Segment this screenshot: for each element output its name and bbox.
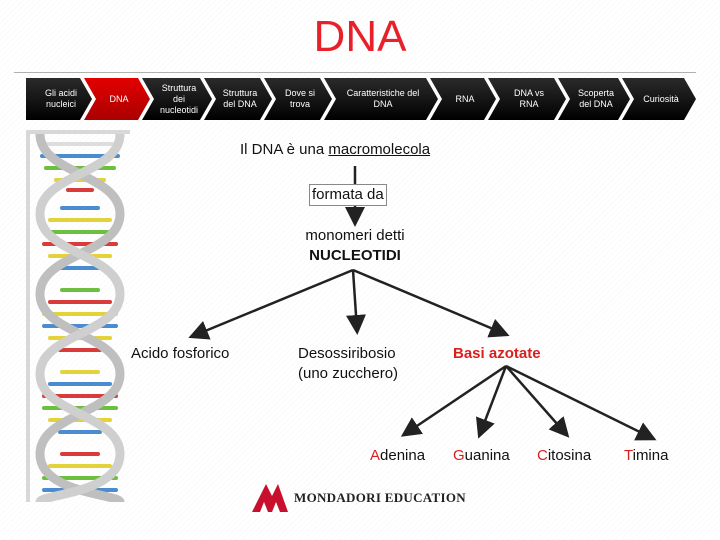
- tab-label: Dove si trova: [284, 88, 315, 109]
- dna-helix-image: [26, 130, 130, 507]
- arrow-to-citosina: [505, 365, 570, 438]
- tab-label: Scoperta del DNA: [577, 88, 615, 109]
- monomers-label: monomeri detti NUCLEOTIDI: [294, 226, 416, 266]
- base-rest: uanina: [464, 447, 510, 464]
- base-timina: Timina: [624, 446, 668, 466]
- sugar-line1: Desossiribosio: [298, 345, 396, 362]
- base-initial: A: [370, 447, 381, 464]
- dna-statement: Il DNA è una macromolecola: [240, 140, 430, 160]
- bases-label: Basi azotate: [453, 345, 541, 362]
- tab-scoperta-dna[interactable]: Scoperta del DNA: [558, 78, 630, 120]
- monomers-line2: NUCLEOTIDI: [309, 247, 401, 264]
- tab-label: Gli acidi nucleici: [44, 88, 77, 109]
- dna-helix-icon: [35, 133, 125, 507]
- tab-label: Caratteristiche del DNA: [346, 88, 420, 109]
- base-rest: imina: [632, 447, 669, 464]
- tab-label: RNA: [455, 93, 475, 104]
- base-initial: T: [624, 447, 633, 464]
- tab-dna[interactable]: DNA: [84, 78, 150, 120]
- tab-label: Curiosità: [643, 93, 679, 104]
- arrow-to-adenina: [400, 364, 507, 437]
- tab-label: DNA vs RNA: [513, 88, 544, 109]
- nav-bar: Gli acidi nucleici DNA Struttura dei nuc…: [26, 78, 696, 120]
- statement-term: macromolecola: [328, 141, 431, 158]
- base-rest: denina: [380, 447, 426, 464]
- tab-struttura-nucleotidi[interactable]: Struttura dei nucleotidi: [142, 78, 212, 120]
- page-title: DNA: [313, 12, 407, 61]
- tab-curiosita[interactable]: Curiosità: [622, 78, 696, 120]
- arrow-to-phosphate: [188, 268, 354, 340]
- tab-dove-si-trova[interactable]: Dove si trova: [264, 78, 332, 120]
- tab-gli-acidi-nucleici[interactable]: Gli acidi nucleici: [26, 78, 92, 120]
- logo-text: MONDADORI EDUCATION: [294, 490, 466, 505]
- base-citosina: Citosina: [537, 446, 591, 466]
- base-initial: C: [537, 447, 548, 464]
- base-initial: G: [453, 447, 465, 464]
- base-rest: itosina: [547, 447, 592, 464]
- sugar-line2: (uno zucchero): [298, 365, 399, 382]
- arrow-to-timina: [505, 364, 657, 441]
- statement-prefix: Il DNA è una: [240, 141, 325, 158]
- phosphate-label: Acido fosforico: [131, 345, 230, 362]
- tab-label: DNA: [109, 93, 129, 104]
- tab-label: Struttura del DNA: [222, 88, 258, 109]
- base-adenina: Adenina: [370, 446, 425, 466]
- arrow-to-guanina: [476, 365, 508, 439]
- tab-dna-vs-rna[interactable]: DNA vs RNA: [488, 78, 566, 120]
- arrow-to-bases: [352, 268, 510, 338]
- publisher-logo: MONDADORI EDUCATION: [250, 482, 466, 514]
- tab-label: Struttura dei nucleotidi: [159, 82, 199, 115]
- connector-label: formata da: [309, 184, 387, 206]
- divider: [14, 72, 696, 73]
- monomers-line1: monomeri detti: [305, 227, 405, 244]
- mondadori-logo-icon: [252, 484, 288, 512]
- arrow-to-sugar: [346, 269, 366, 335]
- sugar-label: Desossiribosio (uno zucchero): [298, 344, 398, 384]
- base-guanina: Guanina: [453, 446, 510, 466]
- tab-caratteristiche-dna[interactable]: Caratteristiche del DNA: [324, 78, 438, 120]
